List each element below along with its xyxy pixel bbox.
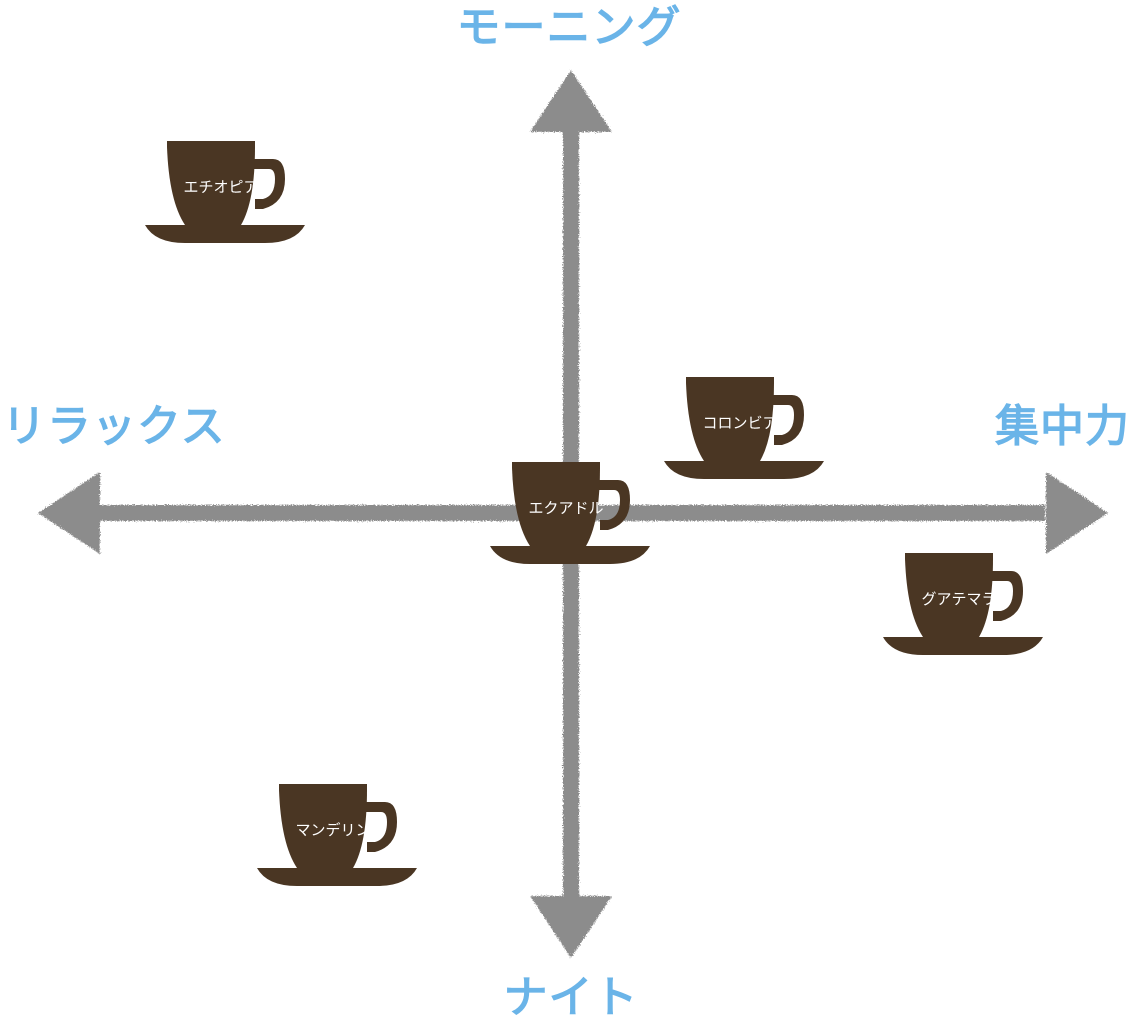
cup-label-ethiopia: エチオピア [183, 178, 258, 196]
cup-colombia: コロンビア [664, 377, 824, 479]
cup-guatemala: グアテマラ [883, 553, 1043, 655]
cup-label-mandheling: マンデリン [295, 821, 370, 839]
axis-label-top: モーニング [457, 2, 682, 53]
axis-label-right: 集中力 [994, 401, 1130, 452]
axis-label-left: リラックス [2, 401, 226, 452]
right-arrowhead [1046, 472, 1108, 554]
cup-ecuador: エクアドル [490, 462, 650, 564]
top-arrowhead [530, 70, 612, 132]
bottom-arrowhead [530, 896, 612, 958]
cup-label-ecuador: エクアドル [528, 499, 603, 517]
cup-label-colombia: コロンビア [702, 414, 777, 432]
cup-mandheling: マンデリン [257, 784, 417, 886]
cup-ethiopia: エチオピア [145, 141, 305, 243]
left-arrowhead [38, 472, 100, 554]
cup-label-guatemala: グアテマラ [921, 590, 996, 608]
axis-label-bottom: ナイト [504, 972, 639, 1023]
